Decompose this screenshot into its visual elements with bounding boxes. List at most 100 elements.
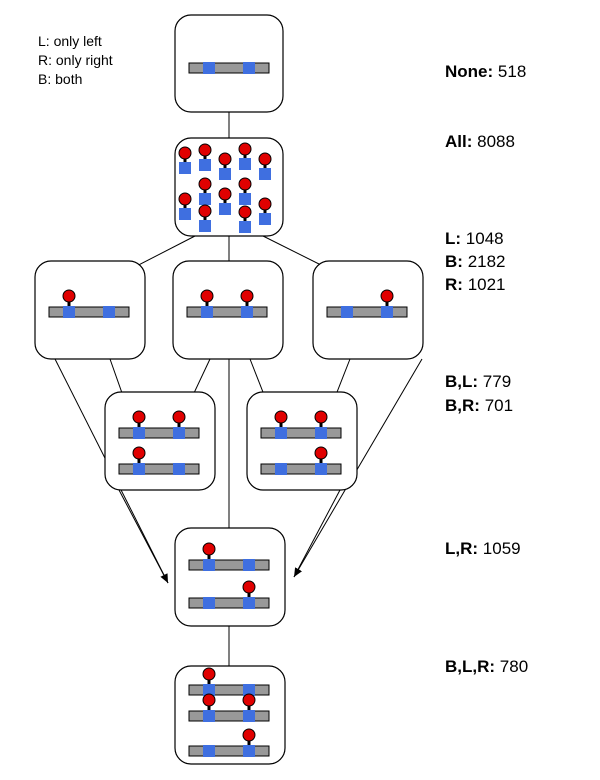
count-label: B,L,R: (445, 657, 496, 676)
count-b-l-r: B,L,R: 780 (445, 655, 528, 678)
binding-site (203, 710, 215, 722)
bound-ball (242, 580, 256, 594)
free-site (219, 203, 231, 215)
bound-ball (380, 289, 394, 303)
legend-both: B: both (38, 71, 83, 87)
binding-site (243, 62, 255, 74)
count-value: 1059 (482, 539, 521, 558)
free-site (199, 220, 211, 232)
count-value: 780 (499, 657, 529, 676)
count-label: L: (445, 229, 462, 248)
bound-ball (314, 410, 328, 424)
legend-right: R: only right (38, 52, 113, 68)
legend: L: only left R: only right B: both (38, 32, 113, 89)
strand-bar (188, 597, 270, 609)
count-all: All: 8088 (445, 130, 515, 153)
bound-ball (198, 143, 212, 157)
bound-ball (132, 410, 146, 424)
binding-site (243, 597, 255, 609)
bound-ball (62, 289, 76, 303)
strand-bar (188, 745, 270, 757)
state-box-l-r (174, 527, 286, 627)
count-label: B: (445, 252, 463, 271)
binding-site (203, 62, 215, 74)
strand-bar (326, 306, 408, 318)
free-site (259, 213, 271, 225)
count-value: 1048 (465, 229, 504, 248)
free-site (239, 221, 251, 233)
bound-ball (238, 205, 252, 219)
state-box-b-l (104, 391, 216, 491)
bound-ball (178, 192, 192, 206)
binding-site (133, 463, 145, 475)
bound-ball (242, 728, 256, 742)
strand-bar (188, 710, 270, 722)
bound-ball (202, 693, 216, 707)
binding-site (381, 306, 393, 318)
state-box-b-r (246, 391, 358, 491)
free-site (259, 168, 271, 180)
free-site (219, 168, 231, 180)
connector-edge (118, 489, 169, 584)
bound-ball (238, 177, 252, 191)
count-none: None: 518 (445, 60, 526, 83)
strand-bar (186, 306, 268, 318)
state-box-all (174, 137, 284, 237)
count-value: 2182 (467, 252, 506, 271)
binding-site (243, 745, 255, 757)
bound-ball (198, 177, 212, 191)
bound-ball (258, 197, 272, 211)
bound-ball (240, 289, 254, 303)
connector-edge (293, 489, 341, 578)
count-r: R: 1021 (445, 273, 506, 296)
strand-bar (48, 306, 130, 318)
bound-ball (314, 446, 328, 460)
binding-site (243, 684, 255, 696)
bound-ball (132, 446, 146, 460)
binding-site (201, 306, 213, 318)
bound-ball (198, 204, 212, 218)
free-site (239, 193, 251, 205)
bound-ball (218, 187, 232, 201)
count-value: 8088 (477, 132, 515, 151)
bound-ball (274, 410, 288, 424)
binding-site (243, 710, 255, 722)
free-site (199, 159, 211, 171)
count-value: 518 (497, 62, 527, 81)
bound-ball (218, 152, 232, 166)
binding-site (203, 559, 215, 571)
count-l: L: 1048 (445, 227, 504, 250)
count-label: R: (445, 275, 463, 294)
strand-bar (260, 463, 342, 475)
state-boxes (34, 14, 424, 765)
strand-bar (118, 463, 200, 475)
free-site (179, 208, 191, 220)
state-box-frame (246, 391, 358, 491)
bound-ball (202, 667, 216, 681)
strand-bar (188, 684, 270, 696)
binding-site (173, 427, 185, 439)
state-box-none (174, 14, 284, 113)
binding-site (241, 306, 253, 318)
strand-bar (188, 62, 270, 74)
bound-ball (172, 410, 186, 424)
binding-site (63, 306, 75, 318)
state-box-b (172, 260, 284, 360)
binding-site (315, 463, 327, 475)
arrow-edge (293, 358, 423, 578)
count-value: 701 (484, 396, 514, 415)
bound-ball (258, 152, 272, 166)
state-box-frame (104, 391, 216, 491)
count-b-l: B,L: 779 (445, 370, 511, 393)
binding-site (173, 463, 185, 475)
count-label: L,R: (445, 539, 479, 558)
state-box-l (34, 260, 146, 360)
binding-site (133, 427, 145, 439)
binding-site (103, 306, 115, 318)
binding-site (275, 463, 287, 475)
bound-ball (178, 146, 192, 160)
count-b-r: B,R: 701 (445, 394, 513, 417)
state-box-r (312, 260, 424, 360)
strand-bar (118, 427, 200, 439)
